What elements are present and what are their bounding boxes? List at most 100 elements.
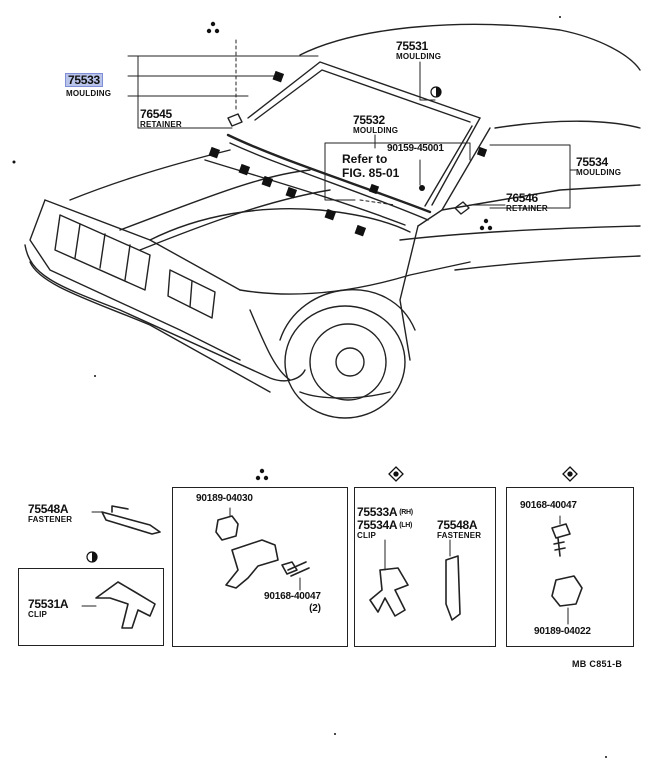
leader-box3 (384, 539, 451, 571)
label-75548A-right[interactable]: 75548A FASTENER (437, 518, 482, 540)
reference-note[interactable]: Refer to FIG. 85-01 (342, 152, 400, 180)
label-75531[interactable]: 75531 MOULDING (396, 39, 442, 61)
hood-left-edge (69, 149, 231, 201)
speck-1 (12, 160, 16, 164)
diamond-symbol-box3 (388, 466, 404, 482)
body-lower-line (454, 255, 641, 271)
fender-lower (299, 391, 391, 399)
dot-cluster-top-2 (206, 28, 212, 34)
part-number-75533: 75533 (68, 73, 100, 87)
label-76545[interactable]: 76545 RETAINER (140, 107, 182, 129)
leader-75532 (324, 134, 471, 201)
leader-box4 (559, 515, 569, 625)
hood-crease-2 (139, 189, 331, 251)
speck-3 (559, 16, 561, 18)
part-name-75533: MOULDING (66, 89, 112, 98)
label-75534[interactable]: 75534 MOULDING (576, 155, 622, 177)
roof-outline (299, 23, 641, 71)
screw-90168-40047 (281, 561, 310, 577)
front-face (29, 199, 241, 361)
clip-square-2 (238, 163, 251, 176)
clip-square-4 (285, 186, 298, 199)
bumper (24, 244, 306, 382)
label-90189-04022[interactable]: 90189-04022 (534, 626, 591, 637)
nut-90189-04030 (215, 515, 239, 541)
grille-bar-1 (74, 223, 81, 259)
speck-5 (605, 756, 607, 758)
fastener-75548A-right-shape (445, 555, 461, 621)
label-75531A[interactable]: 75531A CLIP (28, 597, 69, 619)
clip-square-9 (368, 183, 380, 195)
label-75533A-75534A[interactable]: 75533A(RH) 75534A(LH) CLIP (357, 505, 413, 540)
hood-rear-line (204, 159, 406, 226)
label-90189-04030[interactable]: 90189-04030 (196, 493, 253, 504)
clip-square-7 (272, 70, 285, 83)
leader-box2 (229, 507, 301, 591)
speck-4 (334, 733, 336, 735)
bolt-90159 (419, 185, 425, 191)
clip-square-5 (324, 208, 337, 221)
label-90159-45001[interactable]: 90159-45001 (387, 143, 444, 154)
dot-cluster-r-3 (487, 225, 493, 231)
body-side-line (399, 225, 641, 241)
grille-bar-2 (99, 233, 106, 269)
figure-code: MB C851-B (572, 659, 623, 669)
door-front-line (399, 225, 419, 361)
wheel-tire (284, 305, 406, 419)
dot-cluster-b-1 (259, 468, 265, 474)
dot-cluster-b-2 (255, 475, 261, 481)
leader-75531 (419, 61, 436, 101)
label-75548A-left[interactable]: 75548A FASTENER (28, 502, 73, 524)
bumper-lower (29, 261, 271, 393)
dashed-leader-clip (359, 199, 396, 206)
clip-square-8 (476, 146, 488, 158)
dot-cluster-top-1 (210, 21, 216, 27)
fastener-left-shape (101, 505, 161, 535)
hood-crease-1 (119, 169, 311, 231)
label-75533[interactable]: 75533 MOULDING (65, 72, 112, 98)
door-window-line (441, 184, 641, 211)
dot-cluster-top-3 (214, 28, 220, 34)
box-bracket-group (172, 487, 348, 647)
wheel-hub (335, 347, 365, 377)
fender-side (249, 309, 291, 381)
clip-square-3 (261, 175, 274, 188)
label-76546[interactable]: 76546 RETAINER (506, 191, 548, 213)
bracket-shape (225, 539, 279, 589)
retainer-right-shape (454, 201, 470, 215)
box-screw-nut-group (506, 487, 634, 647)
clip-75531A-shape (95, 581, 156, 629)
dot-cluster-r-1 (483, 218, 489, 224)
clip-75533A-shape (369, 567, 409, 617)
wheel-rim (309, 323, 387, 401)
dot-cluster-b-3 (263, 475, 269, 481)
windshield-top-edge (247, 61, 481, 119)
rear-body-outline (494, 120, 641, 129)
grille (54, 214, 151, 291)
windshield-right-pillar-inner (424, 125, 473, 207)
speck-2 (94, 375, 96, 377)
headlight-left (167, 269, 216, 319)
retainer-left-shape (227, 113, 243, 127)
cowl-moulding (226, 133, 432, 214)
diamond-symbol-box4 (562, 466, 578, 482)
label-90168-40047-qty[interactable]: 90168-40047 (2) (264, 591, 321, 614)
leader-75534 (489, 144, 577, 209)
windshield-right-pillar (431, 117, 481, 206)
box-clip-group (354, 487, 496, 647)
leader-75533 (127, 55, 319, 129)
front-top-edge (44, 199, 241, 291)
windshield-inner-top (254, 69, 471, 123)
nut-90189-04022 (551, 575, 583, 607)
label-90168-40047[interactable]: 90168-40047 (520, 500, 577, 511)
label-75532[interactable]: 75532 MOULDING (353, 113, 399, 135)
clip-square-6 (354, 224, 367, 237)
hood-front-edge (149, 208, 411, 241)
grille-bar-3 (124, 244, 131, 281)
box-75531A (18, 568, 164, 646)
clip-square-1 (208, 146, 221, 159)
dot-cluster-r-2 (479, 225, 485, 231)
wheel-arch (279, 289, 416, 341)
headlight-divider (189, 280, 193, 308)
